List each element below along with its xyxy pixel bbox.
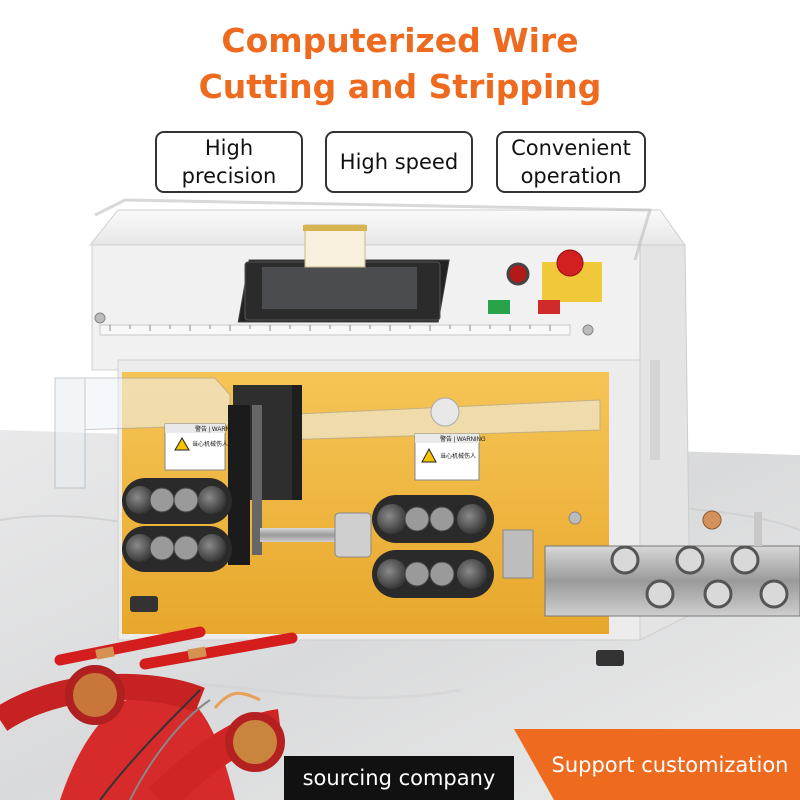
page-title: Computerized Wire Cutting and Stripping: [0, 18, 800, 110]
footer-customization-text: Support customization: [551, 752, 789, 777]
wire-straightener: [544, 510, 800, 617]
feed-rollers-left: [122, 478, 232, 572]
warning-label-text: 当心机械伤人: [440, 452, 476, 460]
feature-badge-operation: Convenient operation: [496, 131, 646, 193]
badge-line: High speed: [339, 150, 459, 174]
blade-assembly: [228, 385, 460, 565]
touchscreen-display: [237, 224, 450, 323]
machine-body: [88, 209, 691, 666]
footer-customization-banner: Support customization: [514, 729, 800, 800]
badge-line: operation: [520, 164, 622, 188]
red-cables: [0, 626, 298, 800]
footer-company-text: sourcing company: [302, 766, 496, 790]
acrylic-cover: [54, 198, 653, 489]
badge-line: precision: [181, 164, 277, 188]
warning-label-right: 警告 | WARNING 当心机械伤人: [414, 433, 486, 481]
feature-badge-precision: High precision: [155, 131, 303, 193]
feature-badge-speed: High speed: [325, 131, 473, 193]
wire-guide-shaft: [260, 512, 534, 579]
warning-label-header: 警告 | WARNING: [440, 435, 486, 443]
control-buttons: [488, 249, 602, 314]
warning-label-left: 警告 | WARNING 当心机械伤人: [164, 423, 241, 471]
badge-line: High: [204, 136, 254, 160]
badge-line: Convenient: [511, 136, 631, 160]
title-line-2: Cutting and Stripping: [198, 67, 602, 106]
footer-company-banner: sourcing company: [284, 756, 514, 800]
warning-label-header: 警告 | WARNING: [195, 425, 241, 433]
title-line-1: Computerized Wire: [221, 21, 579, 60]
feed-rollers-right: [372, 495, 494, 598]
warning-label-text: 当心机械伤人: [192, 440, 228, 448]
